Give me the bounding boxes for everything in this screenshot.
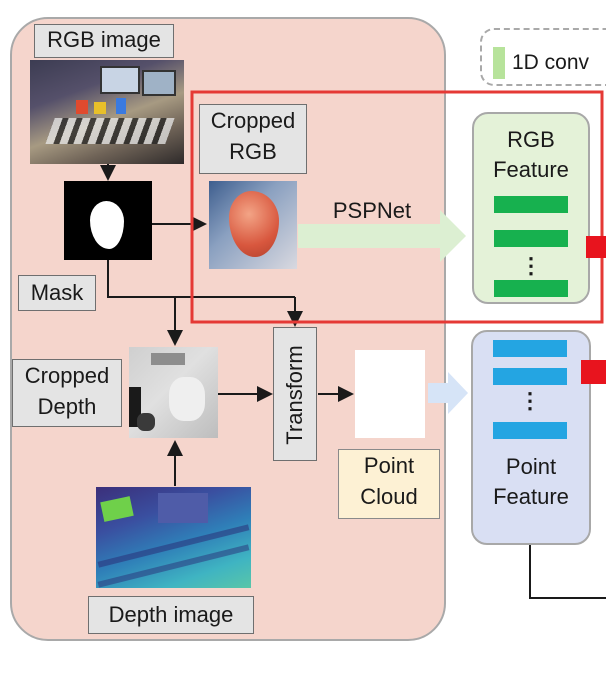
mask-label: Mask xyxy=(18,275,96,311)
point-feature-title-line1: Point xyxy=(505,454,557,479)
cropped-rgb-label-line1: Cropped xyxy=(210,108,296,133)
rgb-feature-connector xyxy=(586,236,606,258)
cropped-depth-label-line2: Depth xyxy=(37,394,97,419)
point-cloud-label: Point Cloud xyxy=(338,449,440,519)
cropped-rgb-picture xyxy=(209,181,297,269)
point-cloud-picture xyxy=(355,350,425,438)
pspnet-label: PSPNet xyxy=(332,198,412,223)
point-feature-title: Point Feature xyxy=(471,452,591,512)
rgb-feature-title-line2: Feature xyxy=(493,157,569,182)
point-feature-bar xyxy=(493,340,567,357)
point-feature-bar xyxy=(493,422,567,439)
mask-picture xyxy=(64,181,152,260)
point-cloud-label-line1: Point xyxy=(363,453,415,478)
point-cloud-label-line2: Cloud xyxy=(360,484,418,509)
pspnet-highlight-box xyxy=(190,90,604,324)
rgb-image-picture xyxy=(30,60,184,164)
point-feature-bar xyxy=(493,368,567,385)
point-feature-connector xyxy=(581,360,606,384)
rgb-feature-bar xyxy=(494,230,568,247)
rgb-feature-block xyxy=(472,112,590,304)
transform-label: Transform xyxy=(282,345,307,445)
rgb-feature-bar xyxy=(494,196,568,213)
cropped-depth-label: Cropped Depth xyxy=(12,359,122,427)
depth-image-label: Depth image xyxy=(88,596,254,634)
cropped-rgb-label-line2: RGB xyxy=(229,139,277,164)
point-feature-ellipsis: ⋮ xyxy=(519,388,541,413)
transform-box xyxy=(273,327,317,461)
point-feature-title-line2: Feature xyxy=(493,484,569,509)
cropped-depth-picture xyxy=(129,347,218,438)
mask-branch-line xyxy=(107,260,295,298)
depth-image-picture xyxy=(96,487,251,588)
legend-1d-conv-swatch xyxy=(493,47,505,79)
rgb-feature-bar xyxy=(494,280,568,297)
rgb-image-label: RGB image xyxy=(34,24,174,58)
point-feature-out-line xyxy=(529,545,606,599)
cropped-depth-label-line1: Cropped xyxy=(24,363,110,388)
rgb-feature-title-line1: RGB xyxy=(507,127,555,152)
rgb-feature-title: RGB Feature xyxy=(472,125,590,185)
legend-1d-conv-label: 1D conv xyxy=(512,51,590,74)
point-cloud-arrow xyxy=(428,372,468,414)
cropped-rgb-label: Cropped RGB xyxy=(199,104,307,174)
rgb-feature-ellipsis: ⋮ xyxy=(520,253,542,278)
pspnet-arrow xyxy=(298,210,466,262)
